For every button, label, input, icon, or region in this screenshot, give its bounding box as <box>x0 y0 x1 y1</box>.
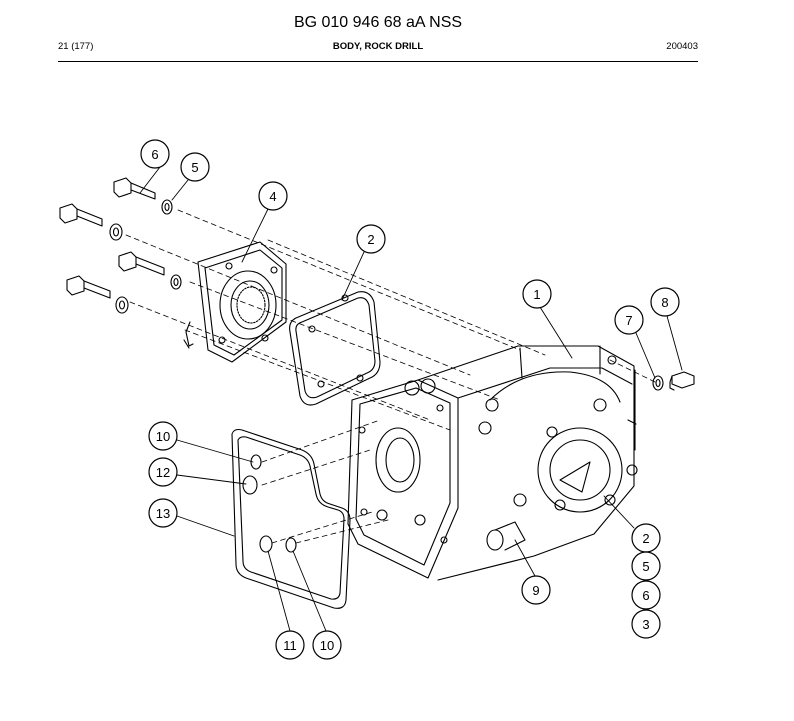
washer-item-7 <box>652 375 664 391</box>
callout-13 <box>148 498 178 528</box>
header-divider <box>58 61 698 62</box>
callout-10-bottom <box>312 630 342 660</box>
callout-6-lower <box>631 580 661 610</box>
callout-label: 12 <box>156 465 170 480</box>
bolt-far-left-upper <box>59 203 103 227</box>
callout-label: 7 <box>625 313 632 328</box>
callout-3 <box>631 609 661 639</box>
callout-2-upper <box>356 224 386 254</box>
callout-9 <box>521 575 551 605</box>
washer-far-left-lower <box>115 296 129 314</box>
callout-bubbles <box>140 139 680 660</box>
gasket-item-13-lower <box>231 428 351 609</box>
callout-11 <box>275 630 305 660</box>
callout-labels: 6 5 4 2 1 7 8 10 12 13 2 5 6 3 9 11 10 <box>151 147 668 653</box>
page-reference: 21 (177) <box>58 41 94 52</box>
callout-label: 8 <box>661 295 668 310</box>
gasket-item-2-upper <box>289 291 381 406</box>
plug-item-8 <box>669 371 695 391</box>
callout-4 <box>258 181 288 211</box>
date-code: 200403 <box>666 41 698 52</box>
callout-label: 5 <box>642 559 649 574</box>
callout-10-left <box>148 421 178 451</box>
washer-far-left-upper <box>109 223 123 241</box>
callout-1 <box>522 279 552 309</box>
callout-label: 2 <box>642 531 649 546</box>
callout-5-lower <box>631 551 661 581</box>
callout-label: 13 <box>156 506 170 521</box>
callout-12 <box>148 457 178 487</box>
assembly-guide-lines <box>125 209 656 544</box>
callout-label: 10 <box>156 429 170 444</box>
washer-item-5-upper <box>161 199 173 215</box>
callout-label: 5 <box>191 160 198 175</box>
callout-label: 6 <box>151 147 158 162</box>
callout-5-upper <box>180 152 210 182</box>
callout-label: 11 <box>283 638 297 653</box>
callout-8 <box>650 287 680 317</box>
callout-label: 9 <box>532 583 539 598</box>
callout-label: 4 <box>269 189 276 204</box>
rock-drill-body-item-1 <box>347 345 638 581</box>
callout-label: 2 <box>367 232 374 247</box>
bolt-item-6-upper <box>113 177 156 200</box>
callout-label: 3 <box>642 617 649 632</box>
callout-label: 1 <box>533 287 540 302</box>
bolt-mid-left <box>118 251 165 276</box>
callout-label: 10 <box>320 638 334 653</box>
section-title: BODY, ROCK DRILL <box>332 41 424 52</box>
document-id: BG 010 946 68 aA NSS <box>293 14 463 31</box>
callout-7 <box>614 305 644 335</box>
leader-lines <box>139 166 683 632</box>
callout-label: 6 <box>642 588 649 603</box>
washer-mid-left <box>170 274 182 290</box>
flange-cover-item-4 <box>183 241 287 363</box>
callout-6-upper <box>140 139 170 169</box>
bolt-far-left-lower <box>66 275 111 299</box>
